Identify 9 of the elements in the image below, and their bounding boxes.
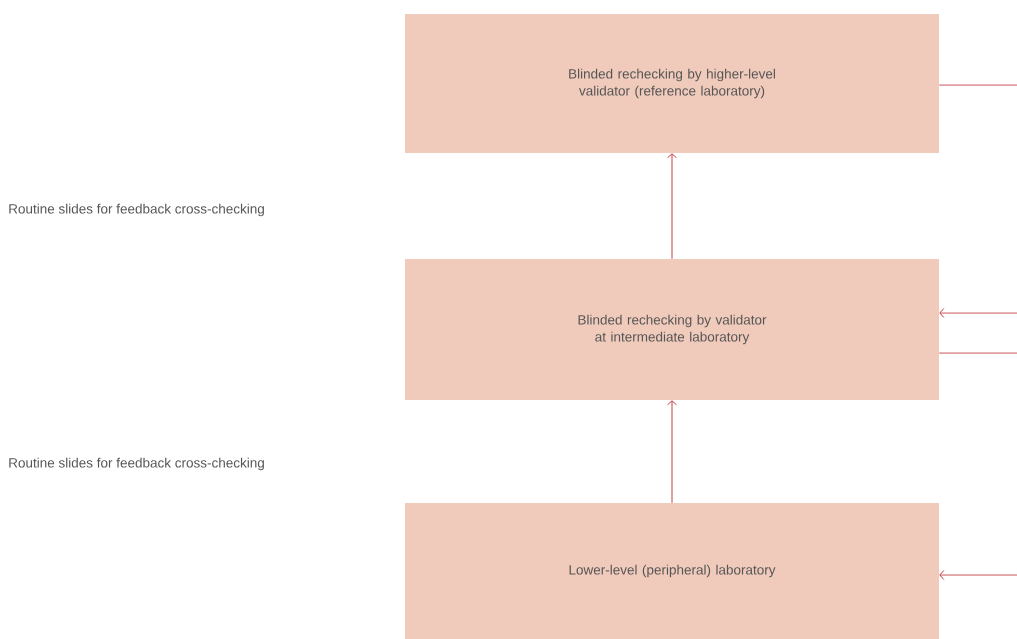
process-box: Blinded rechecking by validator at intermediate laboratory xyxy=(405,259,939,400)
flow-label: Routine slides for feedback cross-checking xyxy=(9,203,264,217)
process-box: Lower-level (peripheral) laboratory xyxy=(405,503,939,639)
flow-label: Routine slides for feedback cross-checking xyxy=(9,457,264,471)
process-box: Blinded rechecking by higher-level validator (reference laboratory) xyxy=(405,14,939,153)
arrow xyxy=(667,400,677,504)
arrow xyxy=(939,570,1017,580)
arrow xyxy=(939,308,1017,318)
arrow xyxy=(667,153,677,260)
